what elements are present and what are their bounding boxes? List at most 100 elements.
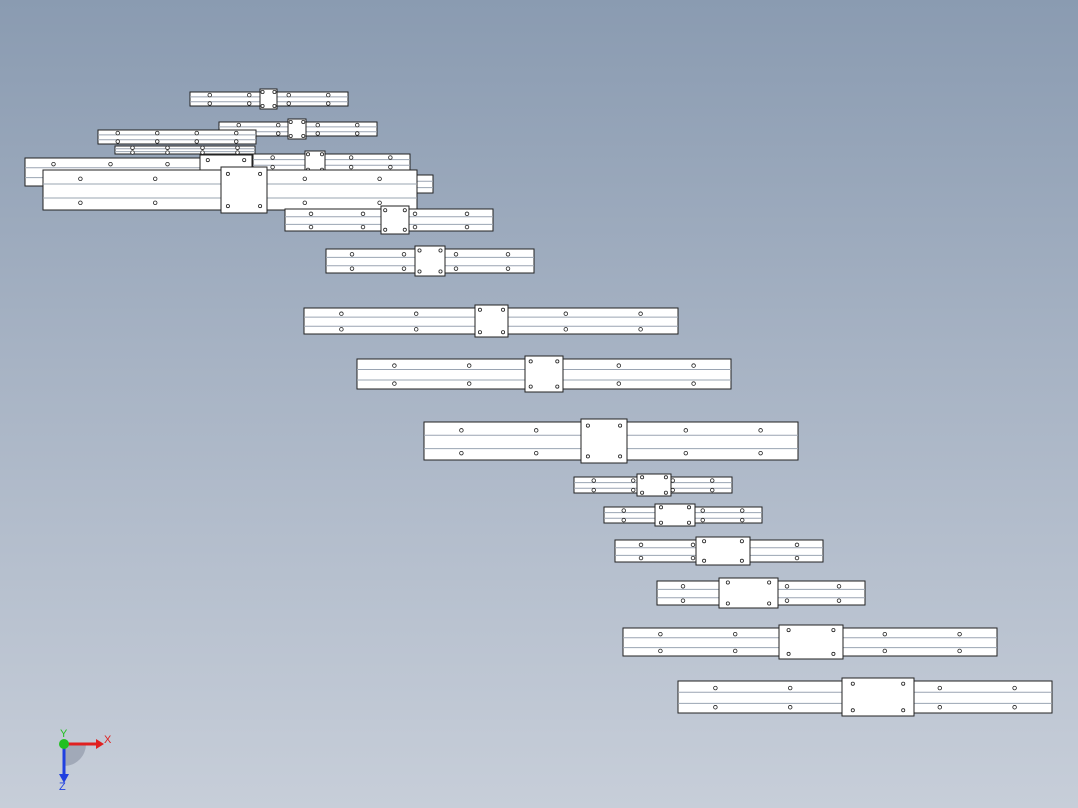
carriage-bolt [272, 104, 277, 109]
mounting-hole [836, 598, 842, 603]
carriage-bolt [618, 454, 623, 459]
rail-body [97, 129, 257, 145]
carriage-bolt [739, 558, 744, 563]
mounting-hole [453, 252, 459, 257]
linear-rail-9[interactable] [284, 205, 494, 235]
mounting-hole [638, 542, 644, 548]
mounting-hole [152, 200, 158, 205]
carriage-bolt [319, 152, 324, 157]
mounting-hole [784, 598, 790, 603]
mounting-hole [235, 150, 240, 155]
linear-rail-3[interactable] [97, 129, 257, 145]
mounting-hole [130, 145, 135, 150]
mounting-hole [464, 211, 470, 217]
carriage-bolt [260, 104, 265, 109]
y-axis-dot [59, 739, 69, 749]
carriage-bolt [663, 490, 668, 495]
mounting-hole [794, 555, 800, 561]
mounting-hole [937, 705, 942, 710]
carriage-bolt [417, 248, 422, 253]
carriage-bolt [258, 171, 263, 176]
mounting-hole [355, 131, 360, 136]
carriage-bolt [659, 520, 664, 525]
linear-rail-17[interactable] [656, 577, 866, 609]
mounting-hole [276, 131, 281, 136]
linear-rail-4[interactable] [114, 145, 256, 155]
linear-rail-10[interactable] [325, 245, 535, 277]
mounting-hole [392, 363, 397, 368]
mounting-hole [957, 631, 962, 637]
carriage-bolt [702, 558, 707, 563]
linear-rail-13[interactable] [423, 418, 799, 464]
x-axis-label: X [104, 734, 112, 746]
mounting-hole [713, 705, 718, 710]
mounting-hole [234, 130, 239, 136]
mounting-hole [388, 155, 393, 160]
linear-rail-19[interactable] [677, 677, 1053, 717]
carriage-bolt [528, 359, 533, 364]
linear-rail-1[interactable] [189, 88, 349, 110]
linear-rail-11[interactable] [303, 304, 679, 338]
carriage-bolt [383, 227, 388, 232]
mounting-hole [51, 161, 56, 167]
mounting-hole [315, 131, 320, 136]
mounting-hole [467, 381, 472, 386]
mounting-hole [302, 176, 307, 181]
coordinate-triad: X Y Z [48, 728, 118, 793]
mounting-hole [957, 648, 962, 654]
mounting-hole [638, 555, 644, 561]
mounting-hole [247, 101, 252, 106]
mounting-hole [733, 648, 738, 654]
carriage-bolt [301, 133, 306, 138]
linear-rail-8[interactable] [42, 166, 418, 214]
carriage-bolt [640, 475, 645, 480]
carriage-bolt [585, 454, 590, 459]
carriage-bolt [477, 330, 482, 335]
mounting-hole [740, 517, 745, 523]
mounting-hole [270, 155, 275, 160]
carriage-bolt [288, 133, 293, 138]
linear-rail-12[interactable] [356, 355, 732, 393]
mounting-hole [459, 428, 464, 433]
linear-rail-2[interactable] [218, 118, 378, 140]
mounting-hole [534, 450, 539, 456]
carriage-bolt [301, 120, 306, 125]
linear-rail-15[interactable] [603, 503, 763, 527]
linear-rail-16[interactable] [614, 536, 824, 566]
mounting-hole [377, 200, 382, 205]
mounting-hole [115, 130, 120, 136]
mounting-hole [108, 161, 113, 167]
linear-rail-6[interactable] [252, 150, 411, 174]
linear-rail-14[interactable] [573, 473, 733, 497]
carriage-bolt [258, 204, 263, 209]
mounting-hole [155, 139, 160, 144]
mounting-hole [165, 145, 170, 150]
mounting-hole [680, 584, 686, 589]
mounting-hole [505, 252, 511, 257]
mounting-hole [308, 224, 314, 230]
carriage-bolt [272, 90, 277, 95]
carriage-bolt [786, 628, 791, 633]
triad-shadow [64, 744, 86, 766]
carriage-bolt [901, 681, 906, 686]
mounting-hole [360, 224, 366, 230]
mounting-hole [591, 478, 596, 483]
mounting-hole [683, 428, 688, 433]
carriage-bolt [225, 171, 230, 176]
mounting-hole [1012, 705, 1017, 710]
mounting-hole [467, 363, 472, 368]
mounting-hole [563, 311, 568, 316]
carriage-bolt [725, 580, 730, 585]
mounting-hole [616, 381, 621, 386]
mounting-hole [414, 327, 419, 332]
mounting-hole [631, 478, 636, 483]
carriage-block [636, 473, 672, 497]
carriage-bolt [383, 208, 388, 213]
mounting-hole [412, 211, 418, 217]
mounting-hole [836, 584, 842, 589]
mounting-hole [691, 363, 696, 368]
linear-rail-18[interactable] [622, 624, 998, 660]
carriage-bolt [831, 628, 836, 633]
